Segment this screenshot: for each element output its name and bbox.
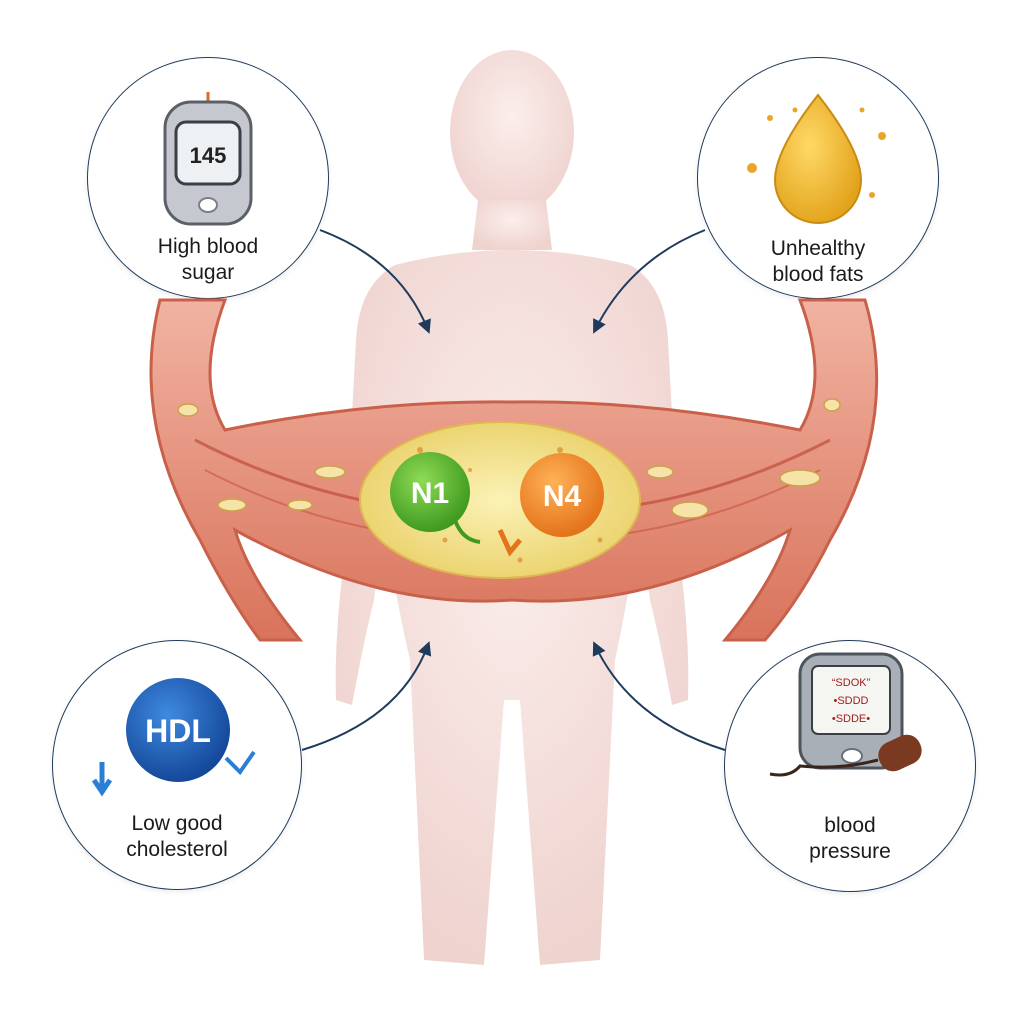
callout-unhealthy-blood-fats-label: Unhealthy blood fats (770, 237, 866, 286)
callout-high-blood-sugar-label: High blood sugar (157, 235, 259, 284)
callout-low-good-cholesterol: Low good cholesterol (52, 640, 302, 890)
plaque-pocket (359, 421, 641, 579)
callout-low-good-cholesterol-label: Low good cholesterol (126, 812, 228, 861)
node-n1: N1 (390, 452, 481, 544)
callout-unhealthy-blood-fats: Unhealthy blood fats (697, 57, 939, 299)
node-n4-label: N4 (543, 480, 582, 513)
arrow-hdl (301, 641, 432, 751)
arrow-fats (593, 229, 706, 334)
blood-vessel (149, 298, 879, 642)
node-n1-label: N1 (411, 477, 449, 510)
arrow-sugar (319, 229, 431, 334)
arrow-pressure (592, 641, 726, 751)
human-body-silhouette (335, 50, 689, 965)
node-n4: N4 (497, 453, 604, 557)
callout-blood-pressure: blood pressure (724, 640, 976, 892)
callout-high-blood-sugar: High blood sugar (87, 57, 329, 299)
arrows (301, 229, 726, 751)
plaque-deposits (177, 398, 841, 519)
callout-blood-pressure-label: blood pressure (809, 814, 891, 863)
